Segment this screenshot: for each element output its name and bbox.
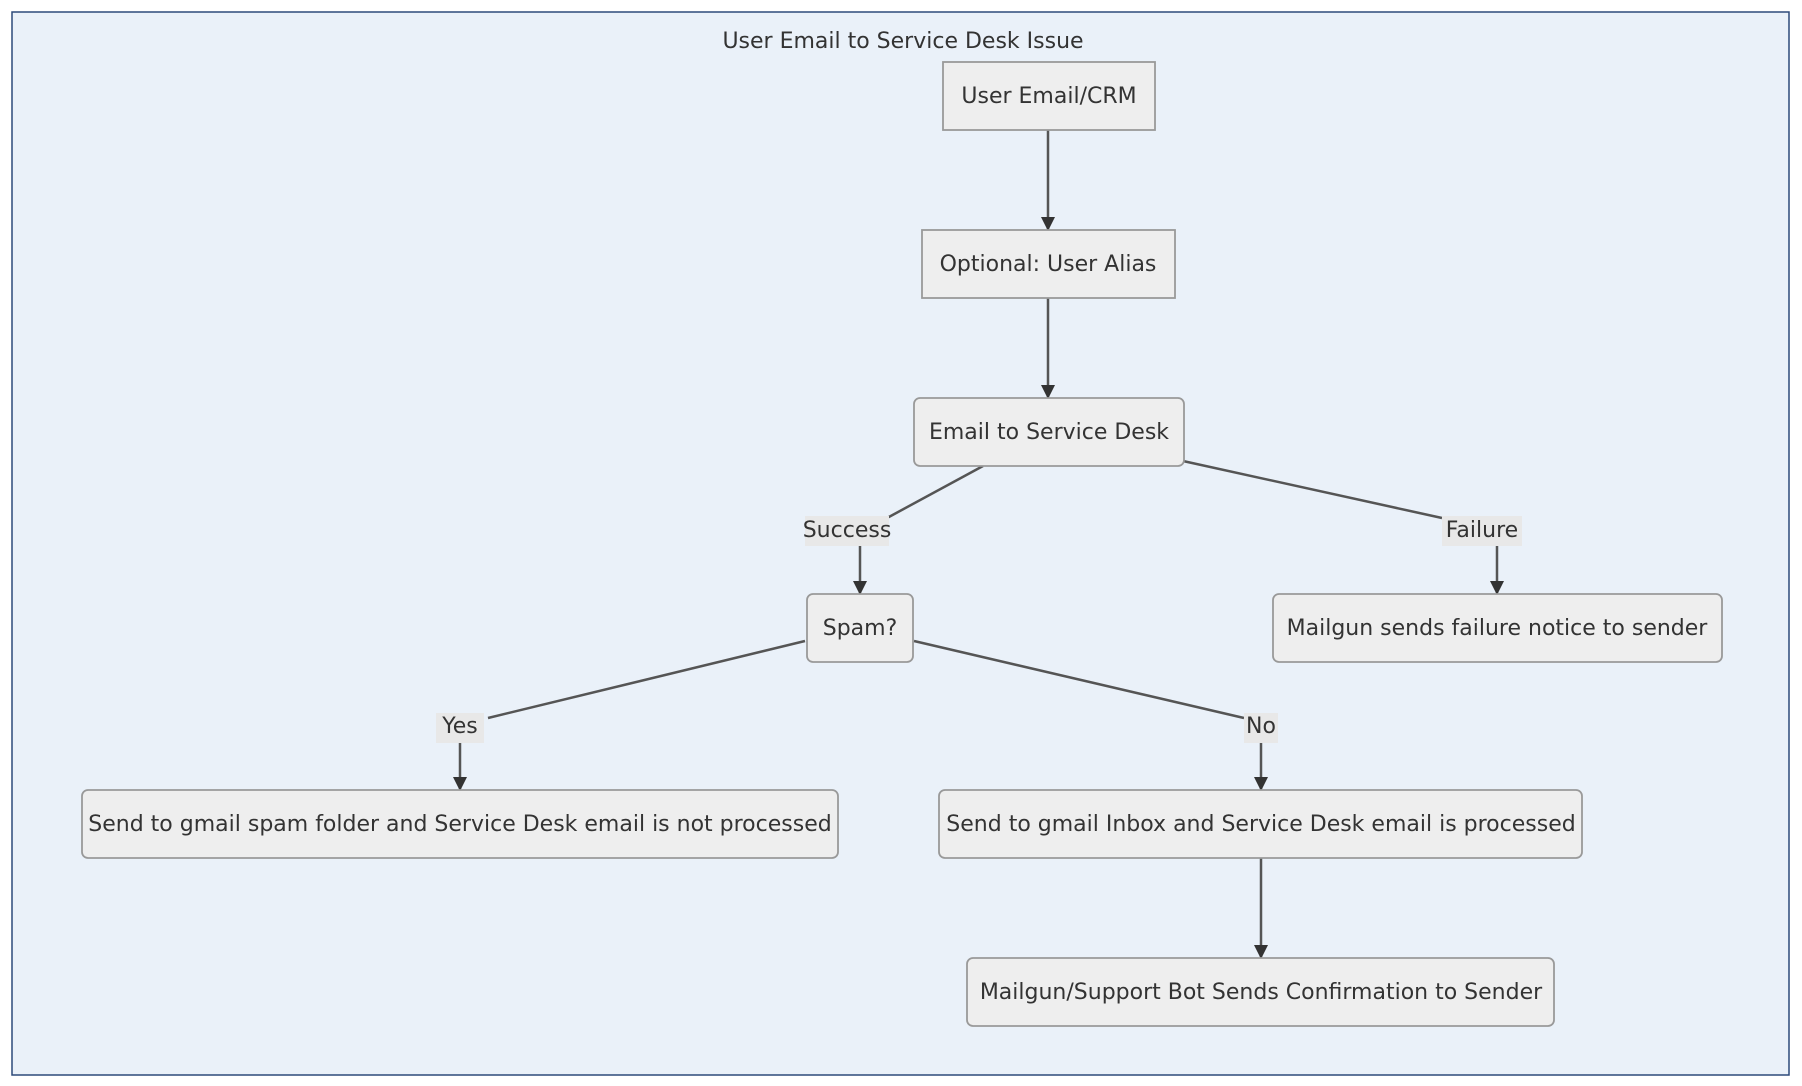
edge-label-yes: Yes (436, 713, 484, 743)
edge-label-no: No (1244, 713, 1278, 743)
svg-text:Send to gmail spam folder and: Send to gmail spam folder and Service De… (88, 812, 831, 837)
edge-spam-to-no-label (913, 639, 1245, 720)
edge-label-failure: Failure (1442, 516, 1522, 546)
node-confirmation[interactable]: Mailgun/Support Bot Sends Confirmation t… (966, 957, 1555, 1027)
svg-text:Mailgun/Support Bot Sends Conf: Mailgun/Support Bot Sends Confirmation t… (980, 980, 1543, 1005)
node-email-service-desk[interactable]: Email to Service Desk (913, 397, 1185, 467)
svg-text:No: No (1246, 714, 1276, 739)
edge-service-desk-to-success-label (886, 464, 984, 520)
edge-service-desk-to-failure-label (1182, 459, 1443, 520)
svg-text:Spam?: Spam? (823, 616, 898, 641)
node-user-alias[interactable]: Optional: User Alias (921, 229, 1176, 299)
svg-text:Send to gmail Inbox and Servic: Send to gmail Inbox and Service Desk ema… (946, 812, 1575, 837)
subgraph-frame (11, 11, 1790, 1076)
node-spam-folder[interactable]: Send to gmail spam folder and Service De… (81, 789, 839, 859)
node-failure-notice[interactable]: Mailgun sends failure notice to sender (1272, 593, 1723, 663)
svg-text:Mailgun sends failure notice t: Mailgun sends failure notice to sender (1287, 616, 1709, 641)
edges (453, 130, 1504, 959)
svg-text:Email to Service Desk: Email to Service Desk (929, 420, 1169, 445)
svg-text:Success: Success (803, 518, 892, 543)
svg-text:Yes: Yes (441, 714, 478, 739)
edge-label-success: Success (803, 516, 892, 546)
subgraph-title: User Email to Service Desk Issue (722, 29, 1083, 54)
node-inbox[interactable]: Send to gmail Inbox and Service Desk ema… (938, 789, 1583, 859)
svg-text:Failure: Failure (1446, 518, 1518, 543)
svg-text:Optional: User Alias: Optional: User Alias (940, 252, 1157, 277)
svg-text:User Email/CRM: User Email/CRM (961, 84, 1136, 109)
edge-spam-to-yes-label (487, 639, 806, 720)
node-user-email[interactable]: User Email/CRM (942, 61, 1156, 131)
node-spam-decision[interactable]: Spam? (806, 593, 914, 663)
